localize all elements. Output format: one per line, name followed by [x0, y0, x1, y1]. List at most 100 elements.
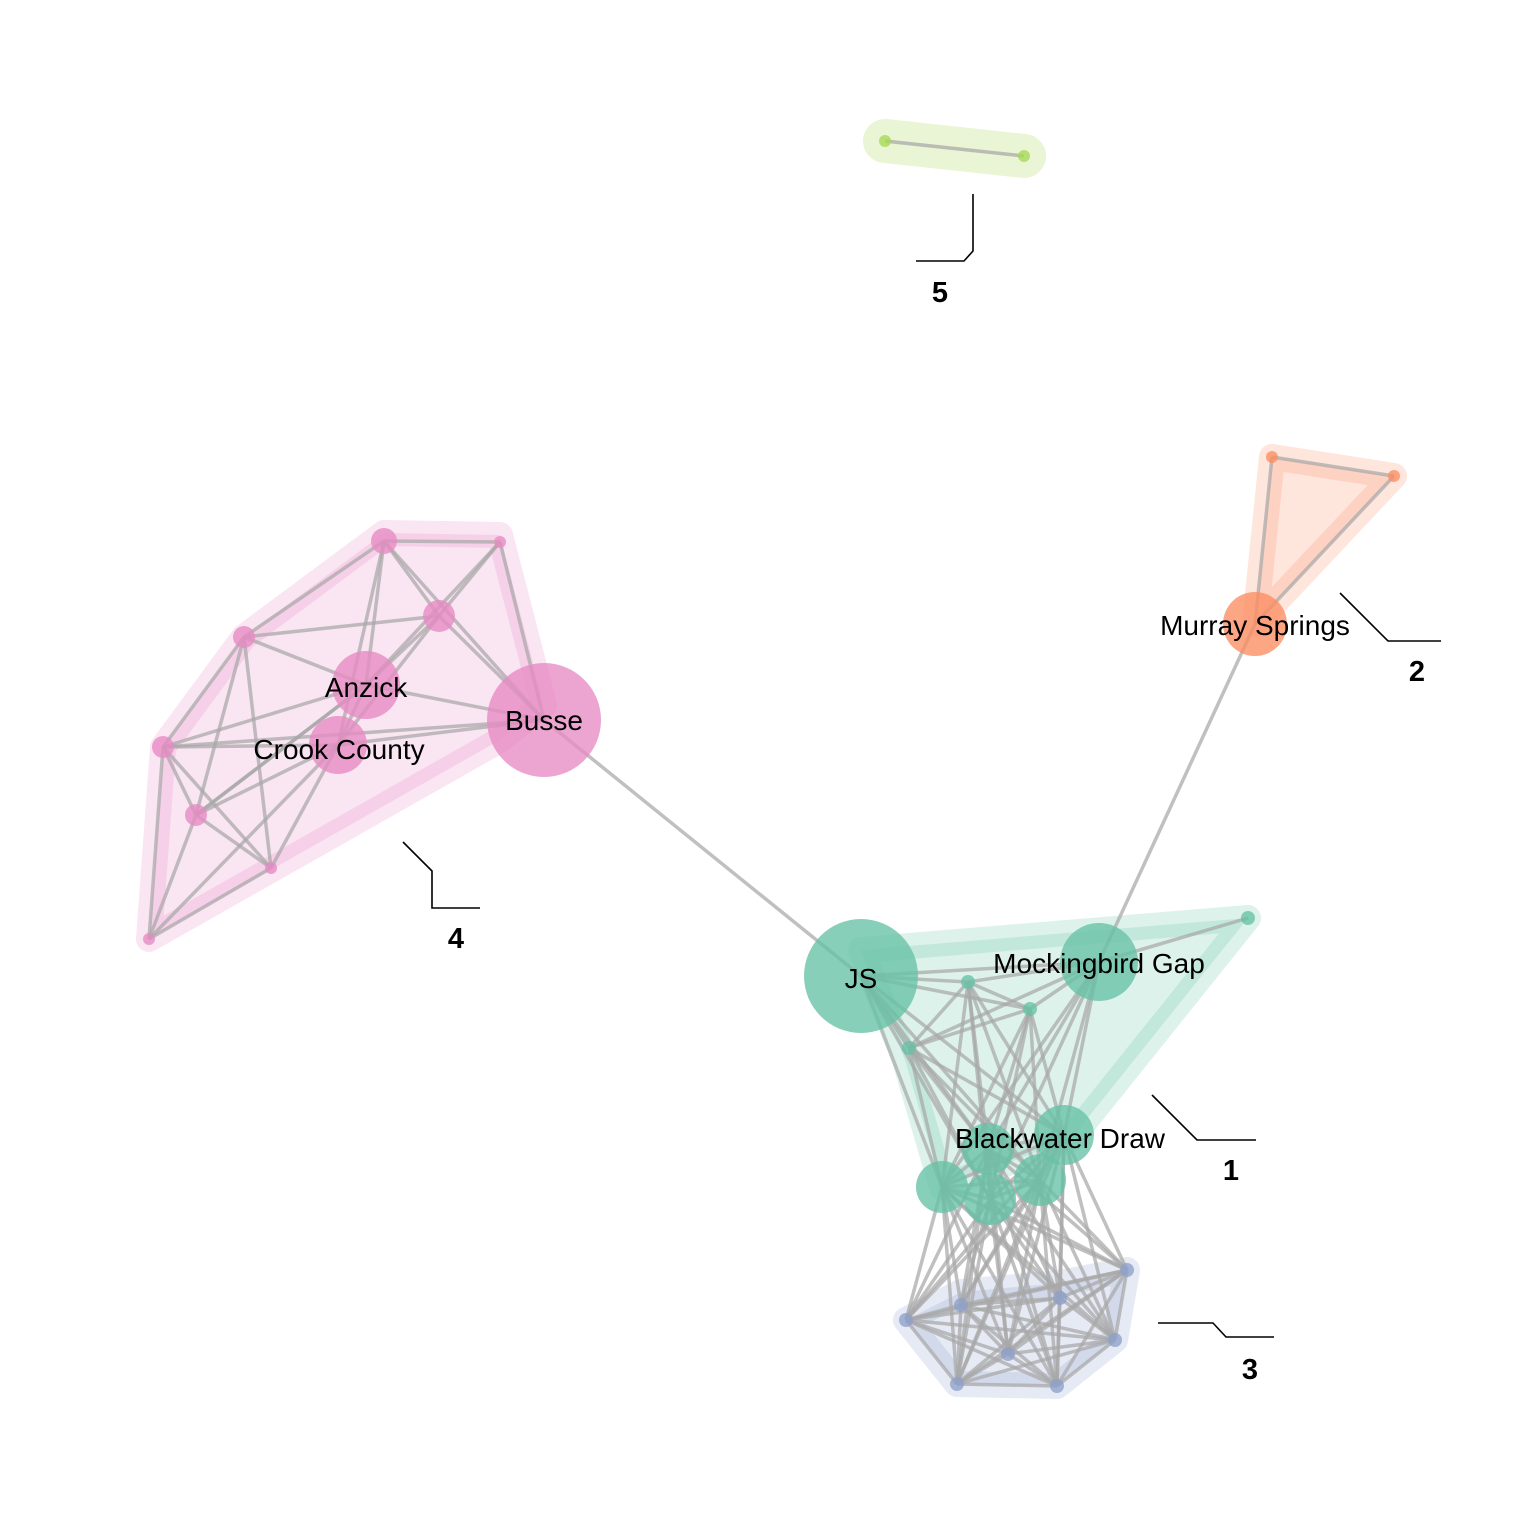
node [1120, 1263, 1134, 1277]
edge [162, 683, 367, 749]
nodes [143, 135, 1400, 1393]
group-label-3: 3 [1242, 1354, 1258, 1386]
node [1018, 150, 1030, 162]
edge [904, 1318, 959, 1386]
leader-group-5 [916, 194, 974, 262]
edge [956, 1338, 1116, 1386]
node [916, 1161, 968, 1213]
node-js [804, 919, 918, 1033]
edge [956, 1268, 1128, 1386]
edge [940, 1186, 959, 1385]
edge [967, 980, 1031, 1011]
group-label-1: 1 [1223, 1155, 1239, 1187]
edge [147, 814, 198, 940]
node-murray-springs [1223, 592, 1287, 656]
edge [956, 1352, 1009, 1386]
edge [940, 1008, 1032, 1188]
node-mockingbird-gap [1060, 923, 1138, 1001]
node-label-mockingbird-gap: Mockingbird Gap [993, 948, 1205, 979]
edge [1007, 1352, 1058, 1388]
node [962, 1123, 1014, 1175]
edge [907, 1046, 1042, 1182]
edge [194, 813, 273, 870]
edge [1055, 1269, 1129, 1387]
node [1388, 470, 1400, 482]
edge [1028, 1008, 1042, 1181]
edge [884, 139, 1025, 158]
edge [161, 635, 246, 749]
node-label-busse: Busse [505, 705, 583, 736]
node [1001, 1347, 1015, 1361]
node-label-murray-springs: Murray Springs [1160, 610, 1350, 641]
edge [1055, 1338, 1117, 1388]
edge [986, 1148, 1117, 1341]
edge [986, 1147, 1129, 1272]
edge [542, 718, 863, 978]
group-label-2: 2 [1409, 656, 1425, 688]
node-label-js: JS [845, 963, 878, 994]
edge [194, 683, 368, 817]
edge [194, 636, 246, 816]
node [265, 862, 277, 874]
node-anzick [332, 651, 400, 719]
node-crook-county [309, 716, 367, 774]
node [961, 975, 975, 989]
node [1023, 1002, 1037, 1016]
node [1241, 911, 1255, 925]
edge [147, 743, 340, 941]
node [1108, 1333, 1122, 1347]
node [964, 1173, 1016, 1225]
node-label-anzick: Anzick [325, 672, 408, 703]
node [954, 1298, 968, 1312]
edge [940, 981, 970, 1188]
edge [148, 866, 272, 941]
node [185, 804, 207, 826]
node [494, 536, 506, 548]
edge [1271, 455, 1395, 478]
node [143, 933, 155, 945]
edge [955, 1296, 1062, 1386]
node [233, 626, 255, 648]
node [1014, 1154, 1066, 1206]
edge [1253, 474, 1396, 626]
node [1053, 1291, 1067, 1305]
edge [161, 746, 198, 816]
leader-group-3 [1158, 1322, 1274, 1338]
edge [986, 1148, 1062, 1299]
group-label-4: 4 [448, 923, 464, 955]
edge [147, 746, 165, 940]
edge [966, 981, 1042, 1181]
edge [940, 1186, 1010, 1355]
edge [905, 1318, 1058, 1388]
node-label-crook-county: Crook County [253, 734, 424, 765]
leader-group-1 [1151, 1094, 1256, 1141]
leader-group-2 [1339, 592, 1441, 642]
edge [1007, 1338, 1116, 1356]
group-leader-lines [402, 194, 1441, 1338]
node [879, 135, 891, 147]
edge [243, 614, 440, 639]
edge [383, 539, 501, 544]
node-blackwater-draw [1034, 1105, 1094, 1165]
node [371, 528, 397, 554]
edge [956, 1382, 1058, 1388]
edge [161, 745, 273, 870]
edge [905, 1318, 1116, 1342]
edge [243, 539, 385, 639]
edge [1062, 1134, 1117, 1341]
edge [1113, 1269, 1129, 1341]
edge [242, 636, 273, 869]
node [1266, 451, 1278, 463]
node [1050, 1379, 1064, 1393]
edge [908, 1007, 1031, 1050]
group-label-5: 5 [932, 277, 948, 309]
node [902, 1041, 916, 1055]
node [899, 1313, 913, 1327]
node [950, 1377, 964, 1391]
edge [904, 1148, 990, 1321]
edge [1059, 1268, 1128, 1300]
leader-group-4 [402, 841, 480, 909]
edge [1097, 623, 1257, 963]
node-labels: JS Mockingbird Gap Blackwater Draw Murra… [253, 277, 1425, 1386]
